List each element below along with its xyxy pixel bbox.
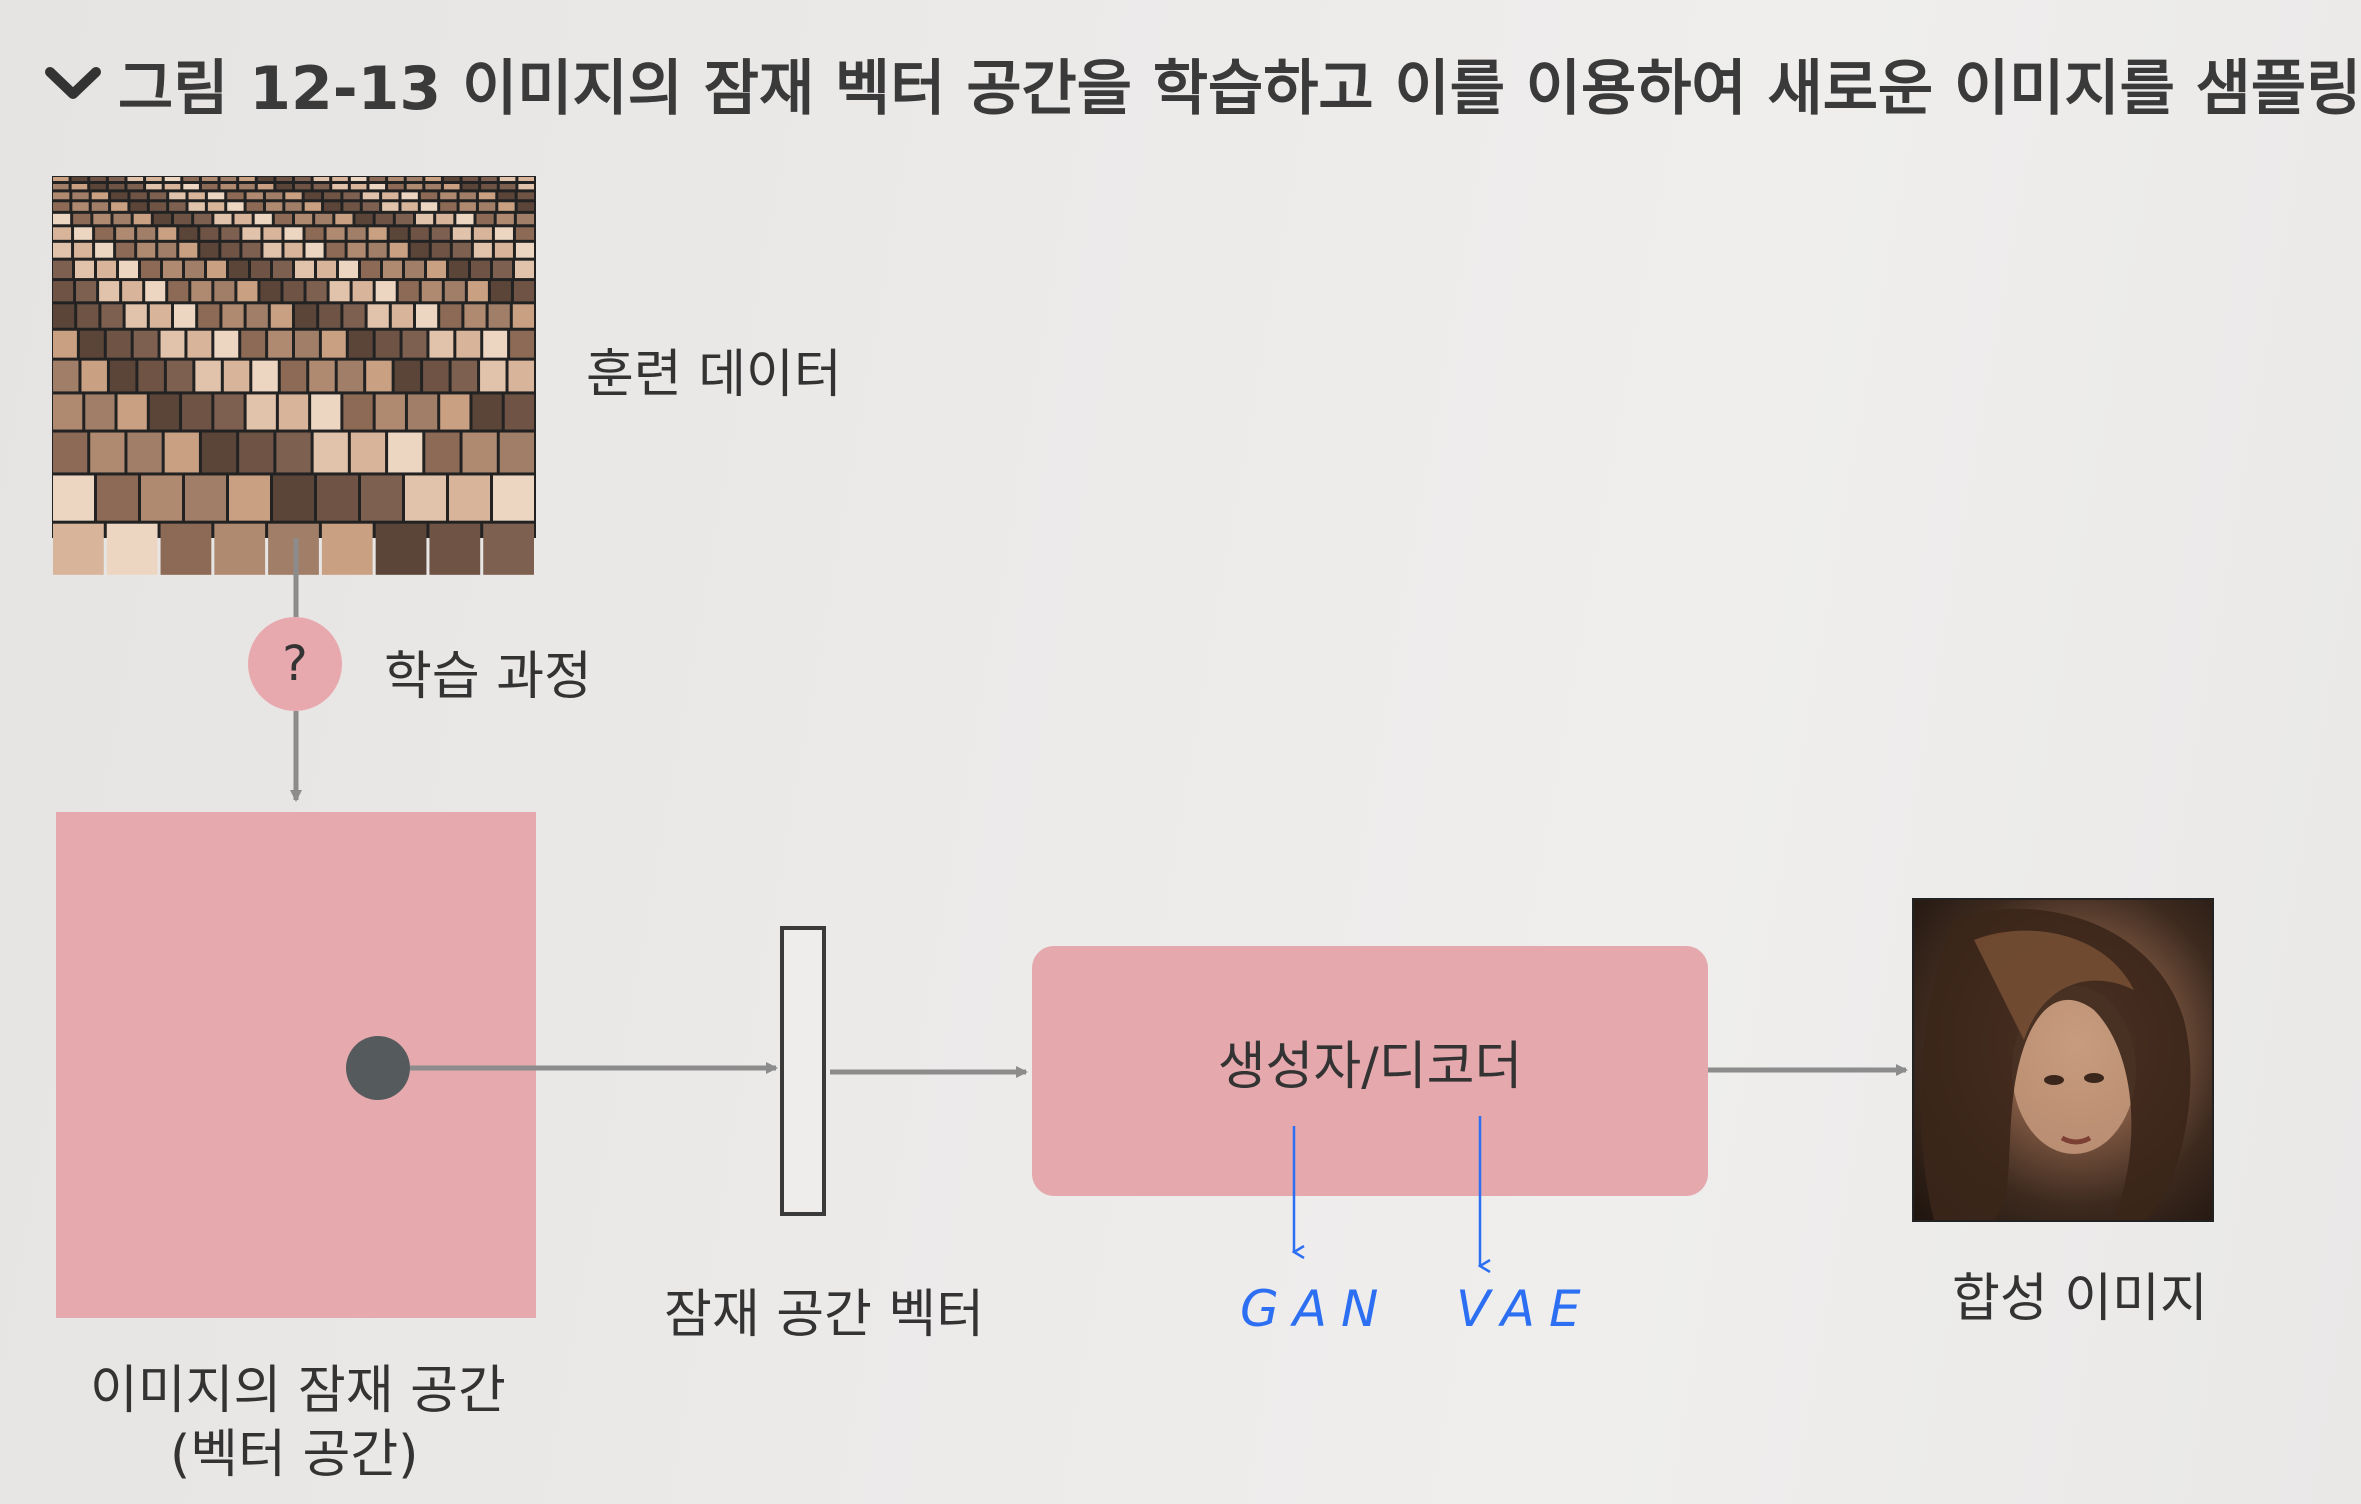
learning-process-label: 학습 과정 bbox=[384, 647, 592, 707]
latent-vector-bar bbox=[780, 926, 826, 1216]
latent-space-label-line1: 이미지의 잠재 공간 bbox=[90, 1361, 506, 1421]
chevron-down-icon bbox=[45, 66, 101, 99]
latent-space-label-line2: (벡터 공간) bbox=[170, 1425, 419, 1485]
training-data-label: 훈련 데이터 bbox=[586, 345, 842, 405]
gan-annotation: GAN bbox=[1240, 1280, 1393, 1338]
latent-space-box bbox=[56, 812, 536, 1318]
synthetic-image-label: 합성 이미지 bbox=[1952, 1269, 2208, 1329]
latent-vector-label: 잠재 공간 벡터 bbox=[664, 1285, 985, 1345]
generator-decoder-box: 생성자/디코더 bbox=[1032, 946, 1708, 1196]
synthetic-image bbox=[1912, 898, 2214, 1222]
vae-annotation: VAE bbox=[1456, 1280, 1595, 1338]
connector-layer bbox=[290, 538, 1908, 1504]
latent-point bbox=[346, 1036, 410, 1100]
caption-text: 그림 12-13 이미지의 잠재 벡터 공간을 학습하고 이를 이용하여 새로운… bbox=[118, 54, 2361, 124]
figure-caption: 그림 12-13 이미지의 잠재 벡터 공간을 학습하고 이를 이용하여 새로운… bbox=[44, 40, 2361, 127]
learning-process-node: ? bbox=[248, 617, 342, 711]
training-data-image bbox=[52, 176, 536, 575]
generator-decoder-label: 생성자/디코더 bbox=[1217, 1036, 1523, 1097]
question-mark-icon: ? bbox=[282, 636, 308, 692]
